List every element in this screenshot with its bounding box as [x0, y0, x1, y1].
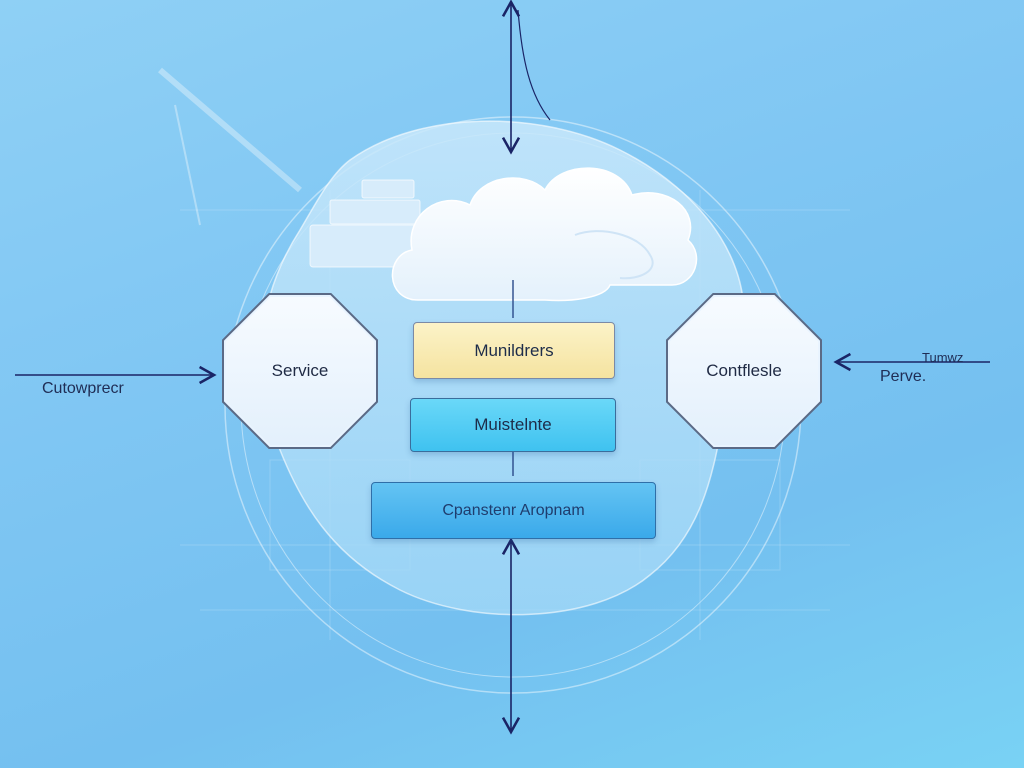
service-node[interactable]: Service [224, 295, 376, 447]
config-node[interactable]: Contflesle [668, 295, 820, 447]
cloud-icon [391, 167, 698, 302]
top-inbound-arrow [501, 0, 551, 155]
layer-top[interactable]: Munildrers [413, 322, 615, 379]
service-node-label: Service [226, 297, 374, 445]
config-node-label: Contflesle [670, 297, 818, 445]
light-streak [158, 67, 302, 226]
layer-middle[interactable]: Muistelnte [410, 398, 616, 452]
right-input-label-bottom: Perve. [880, 368, 927, 385]
layer-bottom[interactable]: Cpanstenr Aropnam [371, 482, 656, 539]
right-input-label-top: Tumwz [922, 350, 964, 365]
left-input-label: Cutowprecr [42, 380, 124, 397]
